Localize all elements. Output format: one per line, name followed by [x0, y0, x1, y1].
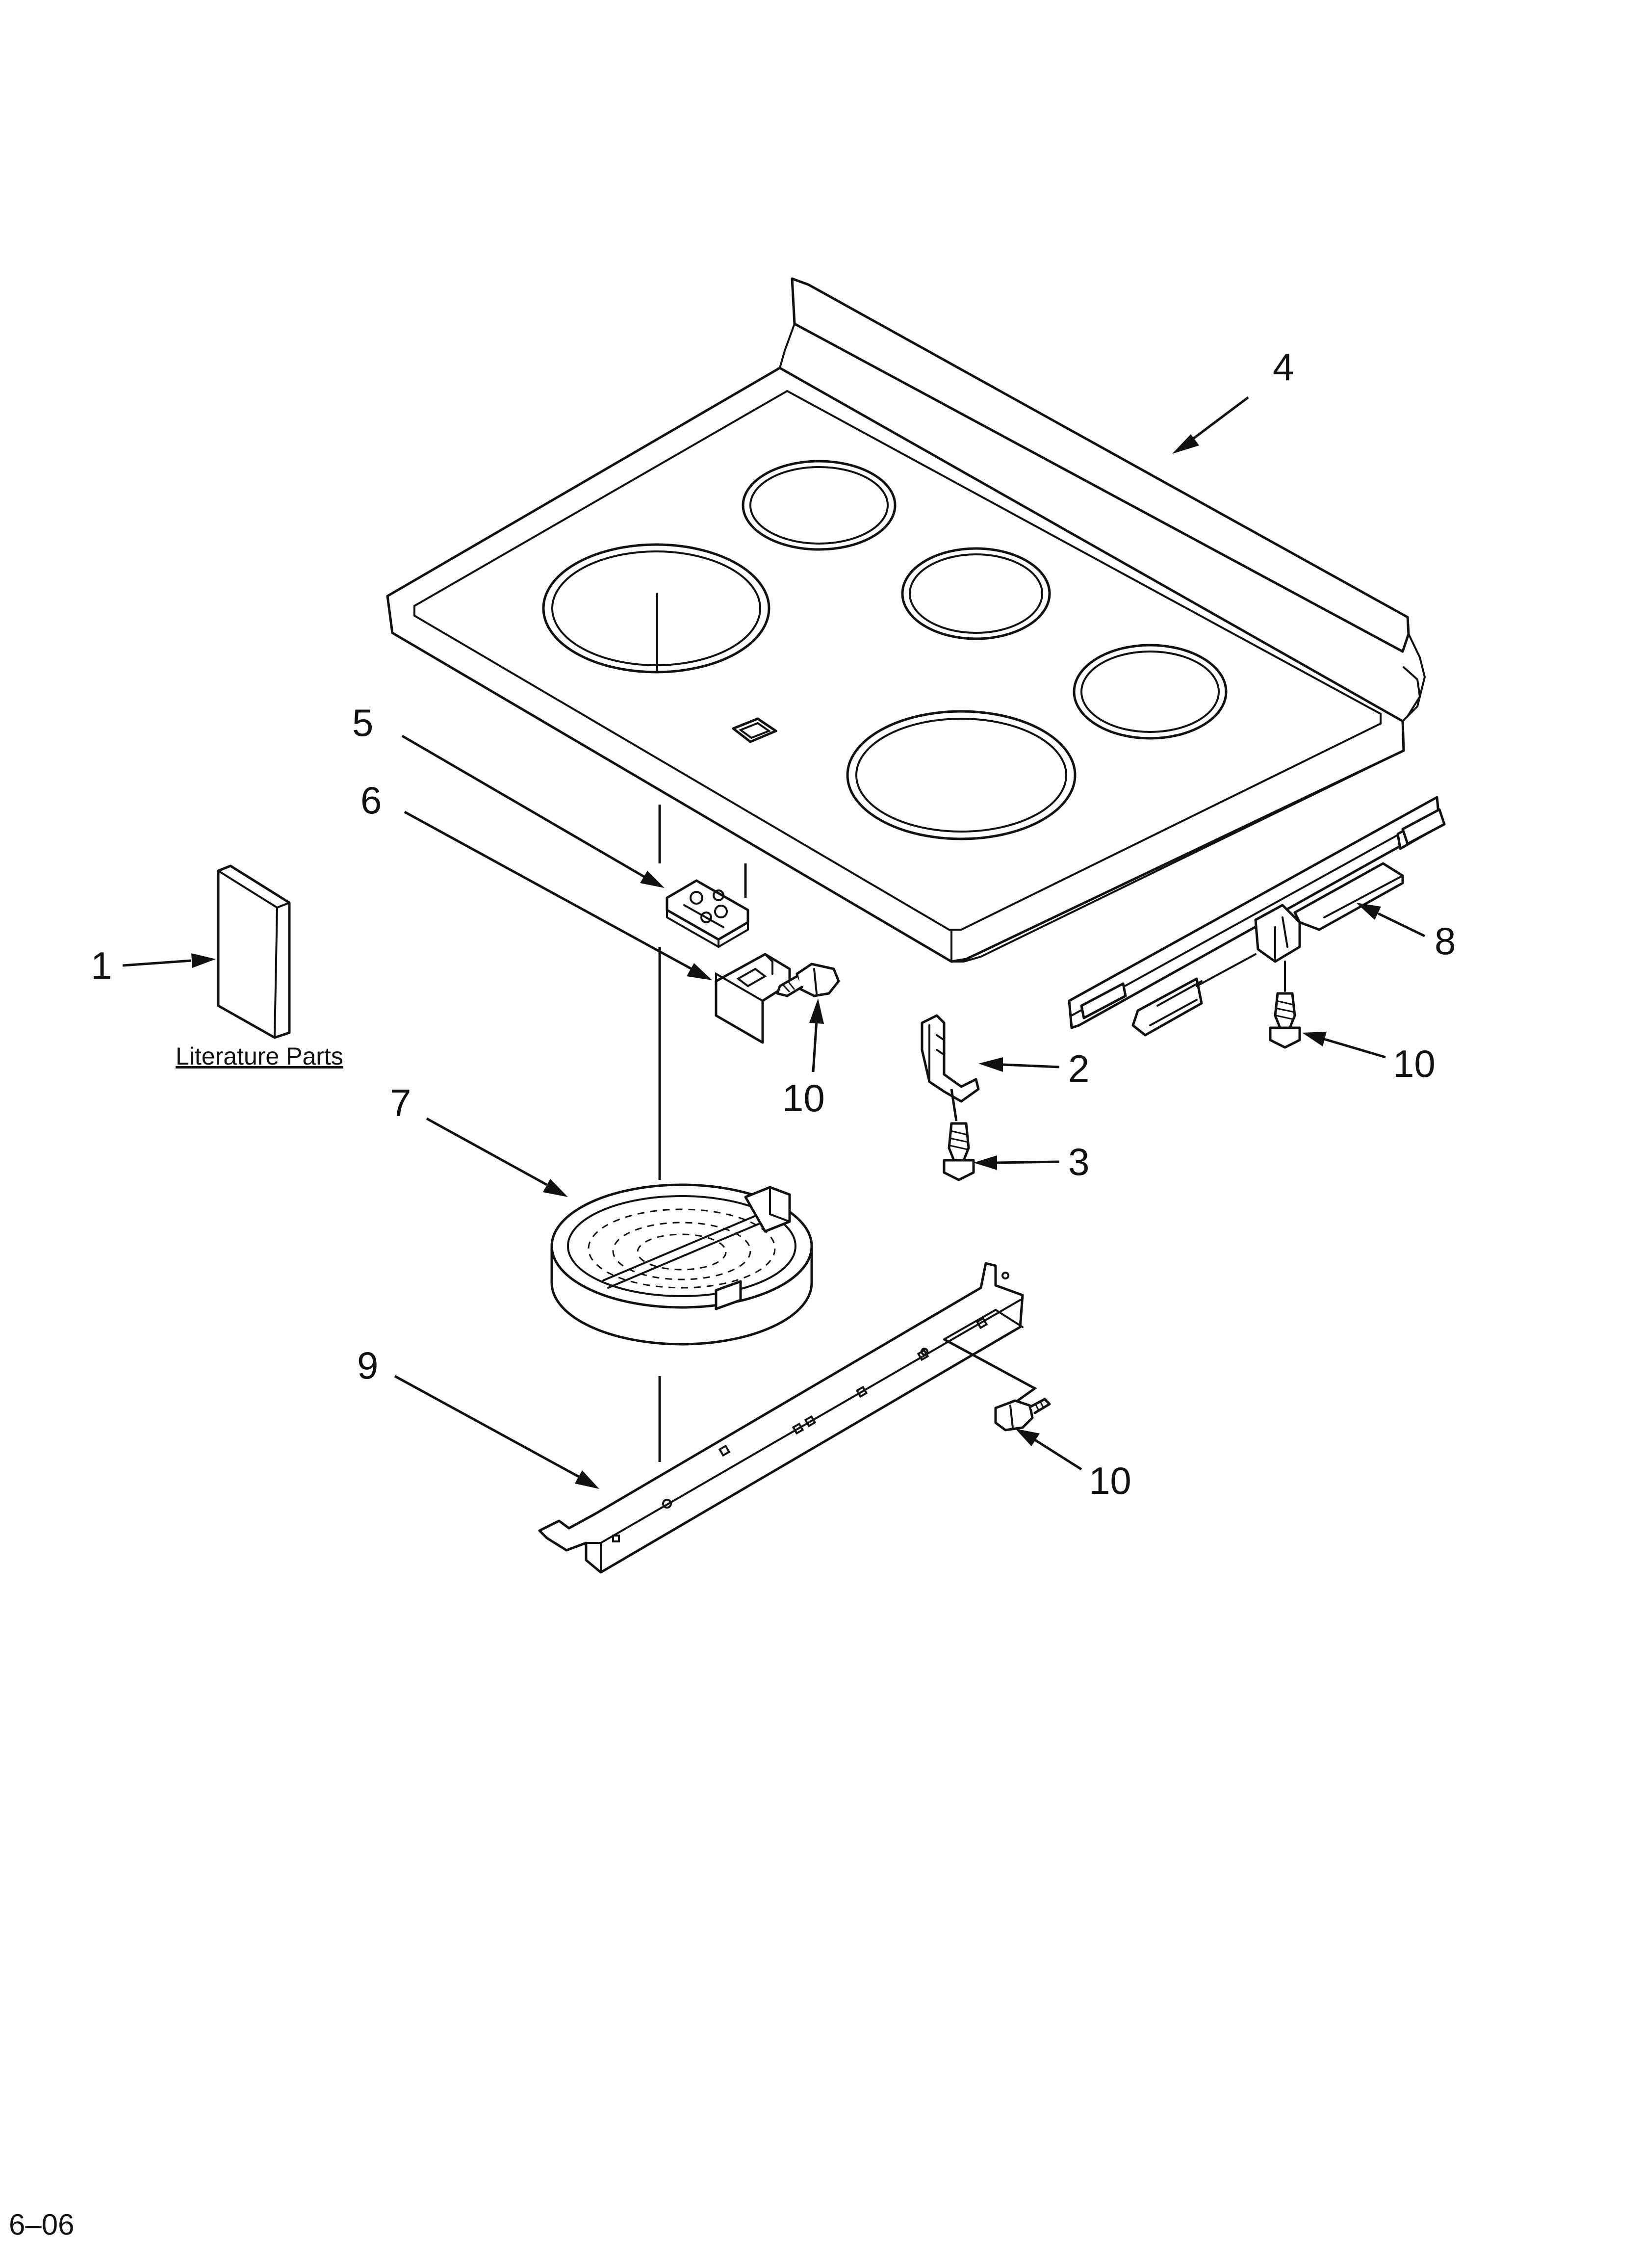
- callout-3: 3: [1068, 1140, 1089, 1183]
- callout-8: 8: [1435, 919, 1456, 963]
- callout-10-rear: 10: [1393, 1042, 1436, 1085]
- callout-4: 4: [1273, 345, 1294, 389]
- switch-bracket-part: [715, 953, 791, 1044]
- callout-6: 6: [360, 779, 382, 822]
- callout-1: 1: [91, 944, 112, 987]
- literature-parts-booklet: [217, 864, 291, 1039]
- callout-5: 5: [352, 701, 373, 744]
- rear-support-rail: [1068, 796, 1446, 1037]
- callout-9: 9: [357, 1344, 378, 1387]
- radiant-surface-element: [550, 1183, 813, 1346]
- callout-7: 7: [390, 1081, 411, 1124]
- front-support-rail: [538, 1262, 1024, 1574]
- screw-part-10-lower: [994, 1398, 1051, 1432]
- footer-code: 6–06: [9, 2208, 74, 2241]
- cooktop-main-top: [386, 277, 1426, 963]
- screw-part-10-upper: [776, 963, 840, 997]
- indicator-switch-part: [666, 879, 749, 948]
- assembly-alignment-lines: [658, 805, 1037, 1462]
- callout-10-lower: 10: [1089, 1459, 1131, 1502]
- callout-2: 2: [1068, 1047, 1089, 1090]
- callout-10-upper: 10: [782, 1076, 825, 1120]
- screw-part-3: [943, 1122, 975, 1181]
- screw-part-10-rear: [1269, 961, 1301, 1049]
- literature-parts-label: Literature Parts: [176, 1043, 343, 1070]
- callout-leaders: [122, 396, 1426, 1489]
- small-bracket-part: [921, 1014, 980, 1103]
